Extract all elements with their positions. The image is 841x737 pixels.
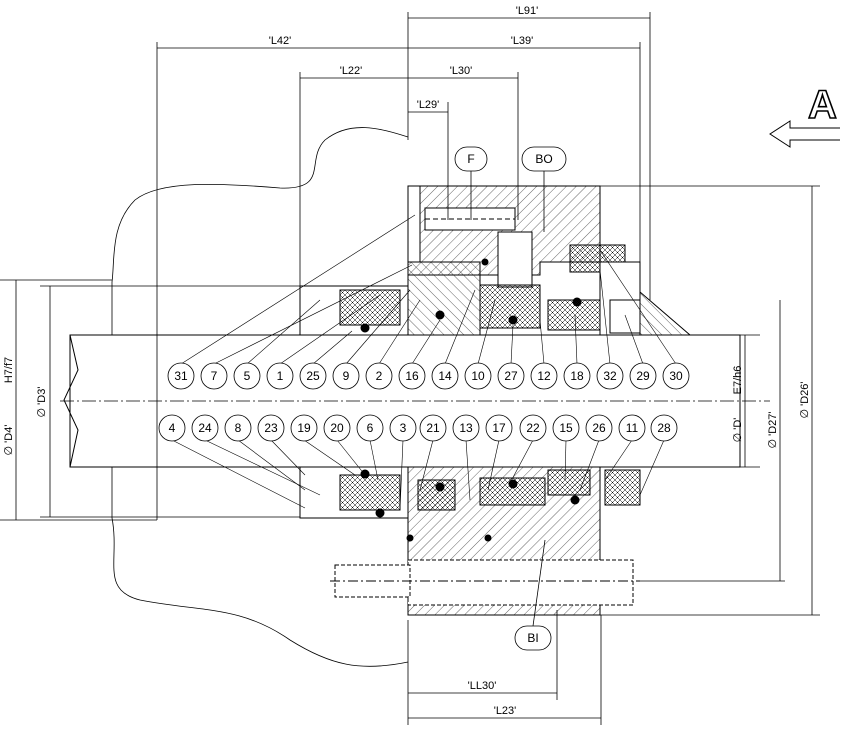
svg-text:26: 26 <box>592 421 606 435</box>
callout-24: 24 <box>191 414 219 442</box>
callout-17: 17 <box>485 414 513 442</box>
dim-l30: 'L30' <box>450 65 473 77</box>
svg-text:30: 30 <box>669 369 683 383</box>
svg-text:7: 7 <box>211 369 218 383</box>
shaft <box>60 334 770 468</box>
callout-7: 7 <box>200 362 228 390</box>
callout-5: 5 <box>233 362 261 390</box>
svg-text:9: 9 <box>343 369 350 383</box>
callouts-top-row: 31 7 5 1 25 9 2 16 14 10 27 12 18 32 29 … <box>167 362 690 390</box>
callout-4: 4 <box>158 414 186 442</box>
svg-text:2: 2 <box>376 369 383 383</box>
callout-18: 18 <box>563 362 591 390</box>
svg-text:27: 27 <box>504 369 518 383</box>
dim-ll30: 'LL30' <box>468 680 497 692</box>
callout-14: 14 <box>431 362 459 390</box>
svg-text:18: 18 <box>570 369 584 383</box>
callout-6: 6 <box>356 414 384 442</box>
svg-text:8: 8 <box>235 421 242 435</box>
svg-text:21: 21 <box>426 421 440 435</box>
svg-text:15: 15 <box>559 421 573 435</box>
callout-12: 12 <box>530 362 558 390</box>
dim-d26: ∅ 'D26' <box>799 381 811 418</box>
dim-l22: 'L22' <box>340 65 363 77</box>
callout-11: 11 <box>618 414 646 442</box>
svg-text:5: 5 <box>244 369 251 383</box>
callouts-bottom-row: 4 24 8 23 19 20 6 3 21 13 17 22 15 26 11… <box>158 414 678 442</box>
dim-d27: ∅ 'D27' <box>767 411 779 448</box>
callout-27: 27 <box>497 362 525 390</box>
callout-32: 32 <box>596 362 624 390</box>
view-arrow-a: A <box>769 82 840 148</box>
port-labels: F BO BI <box>454 146 567 651</box>
gland-housing-top <box>299 185 692 336</box>
svg-text:24: 24 <box>198 421 212 435</box>
svg-text:23: 23 <box>264 421 278 435</box>
callout-28: 28 <box>650 414 678 442</box>
callout-25: 25 <box>299 362 327 390</box>
callout-1: 1 <box>266 362 294 390</box>
callout-30: 30 <box>662 362 690 390</box>
callout-leaders <box>171 214 677 511</box>
callout-22: 22 <box>519 414 547 442</box>
svg-text:28: 28 <box>657 421 671 435</box>
callout-20: 20 <box>323 414 351 442</box>
callout-21: 21 <box>419 414 447 442</box>
dim-d4: ∅ 'D4' <box>3 425 15 456</box>
dim-d-tolerance: E7/h6 <box>732 366 744 395</box>
callout-15: 15 <box>552 414 580 442</box>
dim-d4-tolerance: H7/f7 <box>3 357 15 383</box>
callout-16: 16 <box>398 362 426 390</box>
dim-l29: 'L29' <box>417 99 440 111</box>
callout-9: 9 <box>332 362 360 390</box>
callout-8: 8 <box>224 414 252 442</box>
dimension-labels: 'L91' 'L42' 'L39' 'L22' 'L30' 'L29' 'LL3… <box>3 5 811 717</box>
svg-text:29: 29 <box>636 369 650 383</box>
svg-text:3: 3 <box>400 421 407 435</box>
svg-text:16: 16 <box>405 369 419 383</box>
callout-10: 10 <box>464 362 492 390</box>
port-f-label: F <box>467 152 474 166</box>
svg-text:1: 1 <box>277 369 284 383</box>
svg-text:12: 12 <box>537 369 551 383</box>
dim-d3: ∅ 'D3' <box>36 387 48 418</box>
dim-l42: 'L42' <box>269 35 292 47</box>
svg-text:31: 31 <box>174 369 188 383</box>
callout-23: 23 <box>257 414 285 442</box>
svg-text:4: 4 <box>169 421 176 435</box>
callout-31: 31 <box>167 362 195 390</box>
svg-text:6: 6 <box>367 421 374 435</box>
callout-19: 19 <box>290 414 318 442</box>
dimension-lines <box>0 12 820 725</box>
view-letter-a: A <box>808 83 837 127</box>
port-bi-label: BI <box>527 631 538 645</box>
callout-3: 3 <box>389 414 417 442</box>
svg-text:25: 25 <box>306 369 320 383</box>
callout-26: 26 <box>585 414 613 442</box>
dim-l91: 'L91' <box>516 5 539 17</box>
svg-text:19: 19 <box>297 421 311 435</box>
dim-d: ∅ 'D' <box>732 418 744 443</box>
svg-text:10: 10 <box>471 369 485 383</box>
equipment-break-outline <box>111 127 409 667</box>
svg-text:13: 13 <box>459 421 473 435</box>
dim-l39: 'L39' <box>511 35 534 47</box>
port-bo-label: BO <box>535 152 552 166</box>
svg-text:22: 22 <box>526 421 540 435</box>
callout-13: 13 <box>452 414 480 442</box>
svg-text:11: 11 <box>626 421 639 435</box>
svg-text:14: 14 <box>438 369 452 383</box>
svg-text:17: 17 <box>492 421 506 435</box>
callout-29: 29 <box>629 362 657 390</box>
svg-text:20: 20 <box>330 421 344 435</box>
dim-l23: 'L23' <box>494 705 517 717</box>
callout-2: 2 <box>365 362 393 390</box>
svg-text:32: 32 <box>603 369 617 383</box>
gland-housing-bottom <box>299 466 641 616</box>
